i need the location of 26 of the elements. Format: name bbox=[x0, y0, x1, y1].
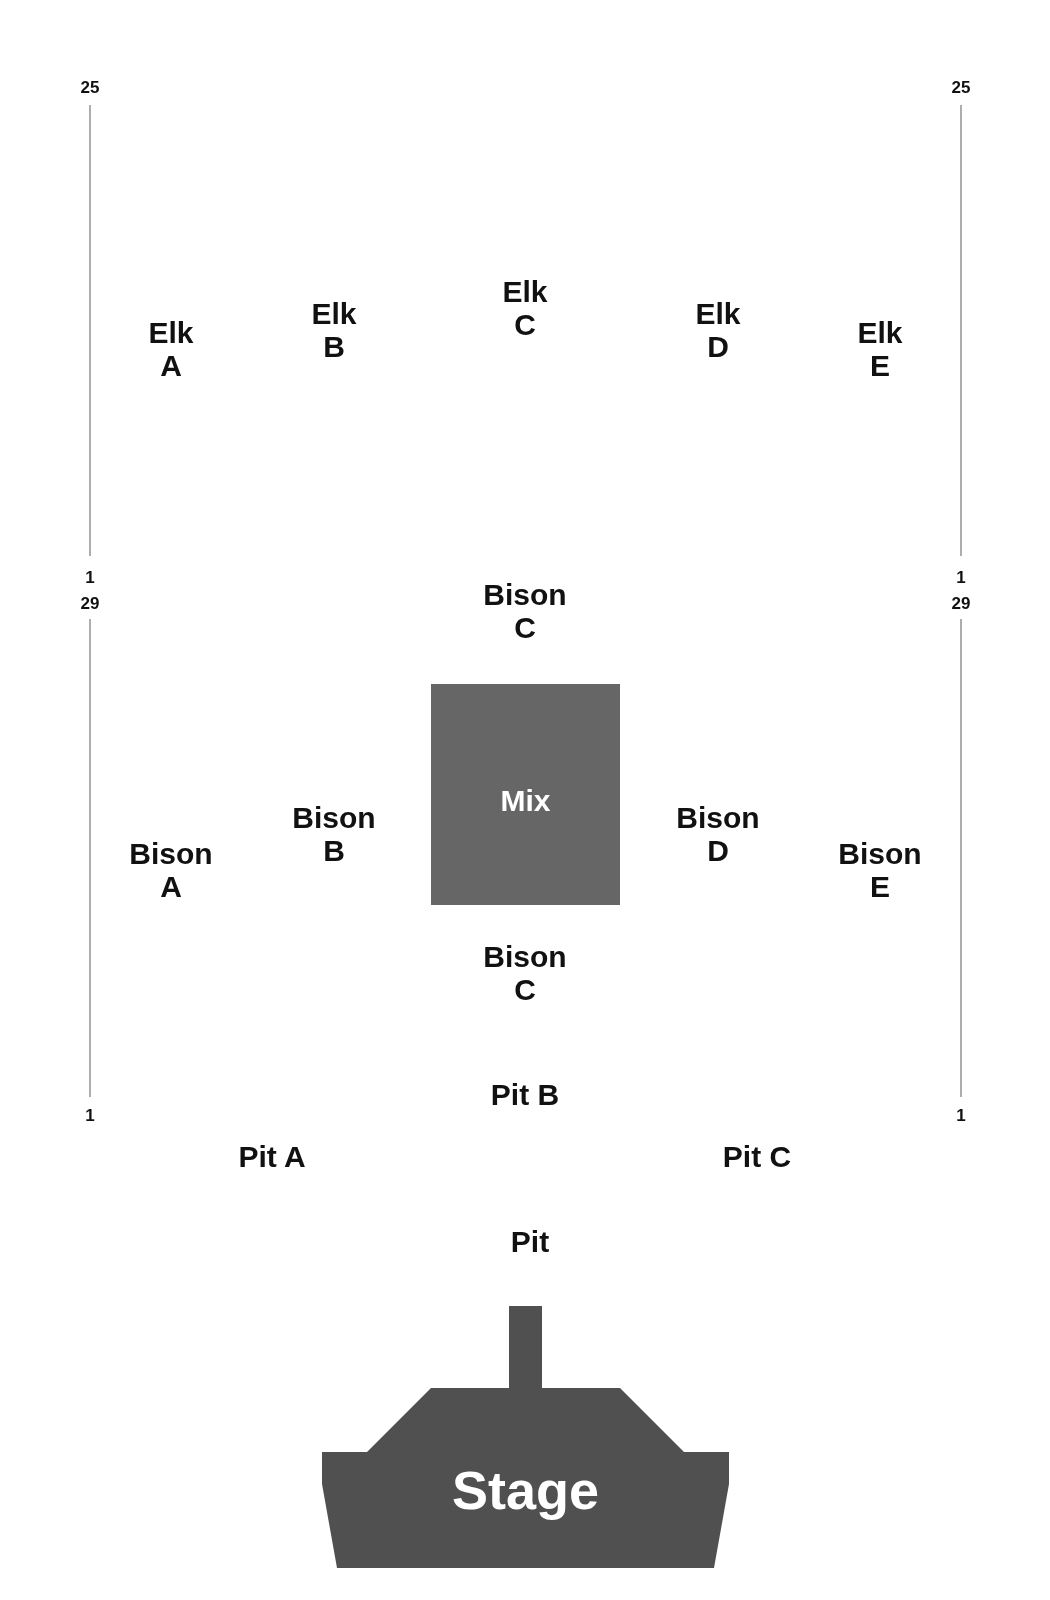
row-number: 1 bbox=[85, 1106, 95, 1126]
section-label: Elk C bbox=[502, 275, 548, 341]
row-number: 29 bbox=[80, 594, 100, 614]
row-number: 25 bbox=[951, 78, 971, 98]
section-label: Pit bbox=[510, 1224, 550, 1258]
section-label: Elk B bbox=[311, 297, 357, 363]
section-label: Bison D bbox=[676, 801, 760, 867]
section-label: Bison B bbox=[292, 801, 376, 867]
row-number: 1 bbox=[956, 568, 966, 588]
mix-area bbox=[431, 684, 620, 905]
section-label: Pit A bbox=[238, 1139, 306, 1173]
row-number: 29 bbox=[951, 594, 971, 614]
section-label: Pit B bbox=[490, 1077, 560, 1111]
row-number: 1 bbox=[85, 568, 95, 588]
section-label: Elk A bbox=[148, 316, 194, 382]
section-label: Bison C bbox=[483, 578, 567, 644]
area-label: Mix bbox=[499, 784, 552, 818]
row-number: 25 bbox=[80, 78, 100, 98]
section-label: Bison A bbox=[129, 837, 213, 903]
section-label: Bison E bbox=[838, 837, 922, 903]
stage-label: Stage bbox=[450, 1460, 601, 1520]
section-label: Bison C bbox=[483, 940, 567, 1006]
row-number: 1 bbox=[956, 1106, 966, 1126]
section-label: Elk D bbox=[695, 297, 741, 363]
section-label: Pit C bbox=[722, 1139, 792, 1173]
section-label: Elk E bbox=[857, 316, 903, 382]
